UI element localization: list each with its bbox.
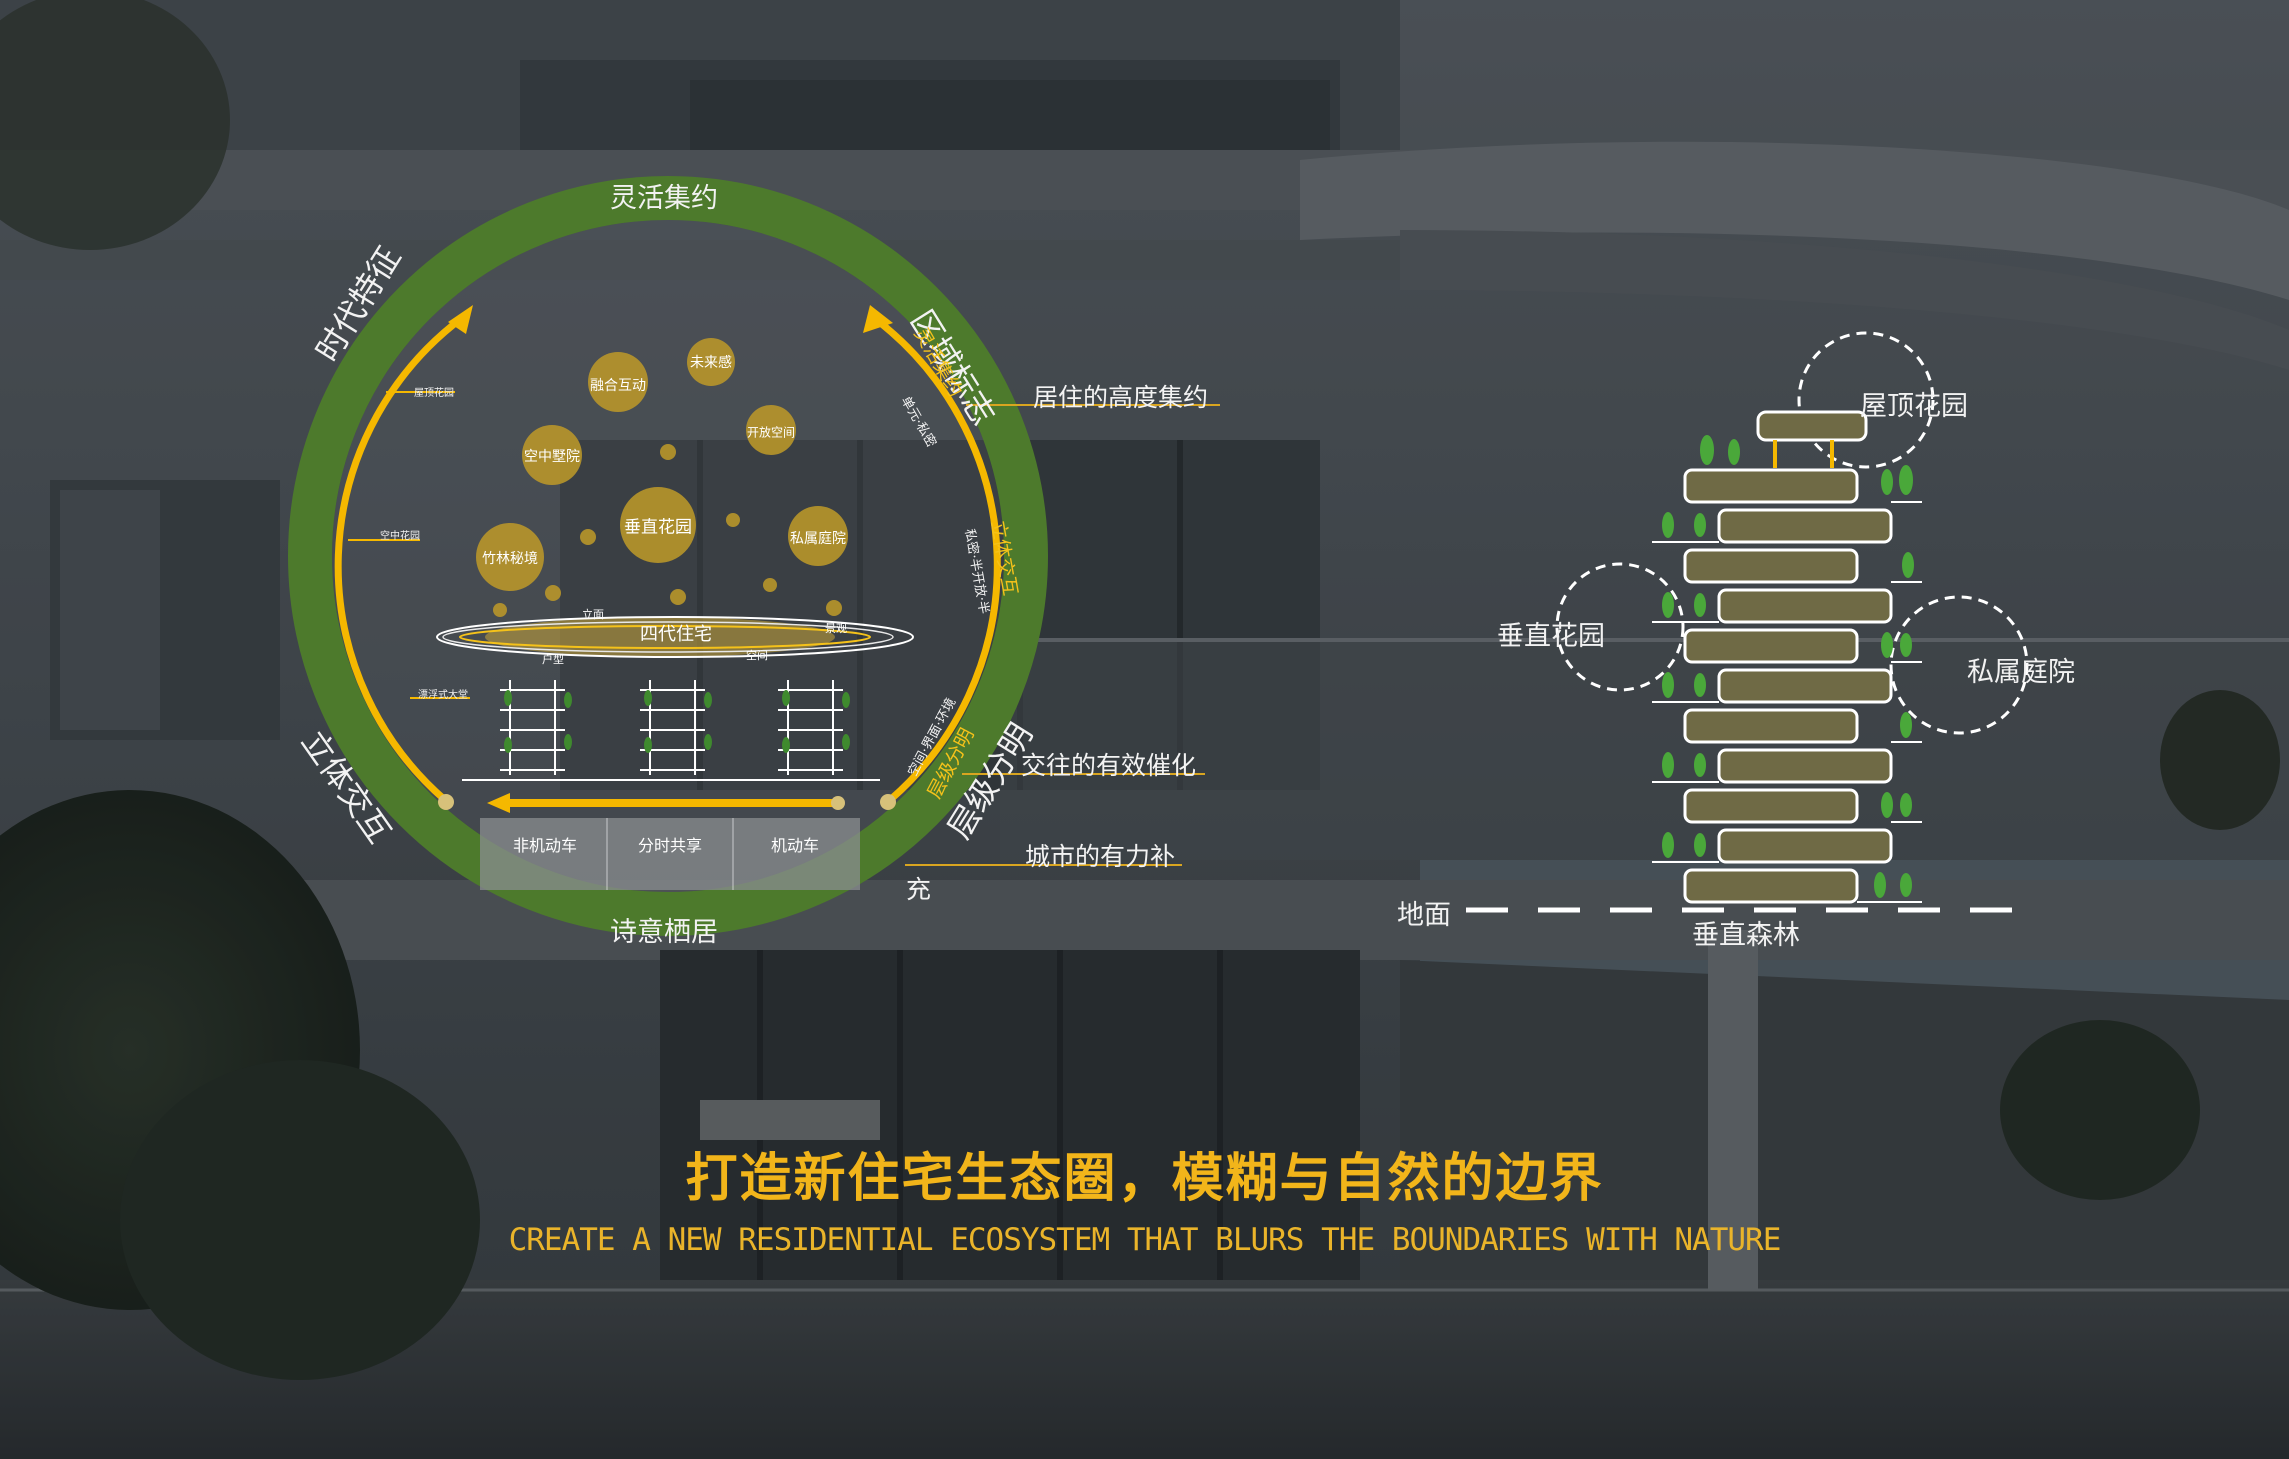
bubble-label: 垂直花园 <box>624 517 692 538</box>
left-marker-label: 屋顶花园 <box>414 388 454 399</box>
headline-en: CREATE A NEW RESIDENTIAL ECOSYSTEM THAT … <box>508 1222 1782 1258</box>
tower-label-roof: 屋顶花园 <box>1860 391 1968 422</box>
callout-interaction: 交往的有效催化 <box>1021 751 1197 780</box>
tower-label-vertical: 垂直花园 <box>1497 621 1605 652</box>
ring-label-bottom: 诗意栖居 <box>610 917 718 948</box>
ellipse-label: 景观 <box>825 622 847 635</box>
ellipse-label: 空间 <box>746 649 768 662</box>
left-arc-arrow <box>334 315 465 803</box>
left-marker-label: 空中花园 <box>380 531 420 542</box>
tower-label-private: 私属庭院 <box>1967 657 2075 688</box>
bubble-group <box>476 338 848 617</box>
callout-city-cont: 充 <box>906 875 932 904</box>
ellipse-label: 户型 <box>542 653 564 666</box>
ring-label-top: 灵活集约 <box>610 183 718 214</box>
bubble-label: 融合互动 <box>590 378 646 394</box>
headline-cn: 打造新住宅生态圈，模糊与自然的边界 <box>685 1148 1604 1209</box>
bubble-label: 开放空间 <box>746 425 796 440</box>
mobility-label: 分时共享 <box>637 836 703 855</box>
bubble-label: 未来感 <box>690 355 732 371</box>
right-arc-arrow <box>871 315 1001 803</box>
callout-density: 居住的高度集约 <box>1033 383 1209 412</box>
green-ring <box>288 176 1048 936</box>
tower-label-forest: 垂直森林 <box>1692 920 1800 951</box>
mobility-label: 非机动车 <box>512 836 578 855</box>
bubble-label: 竹林秘境 <box>482 551 538 567</box>
bubble-label: 私属庭院 <box>790 531 846 547</box>
bubble-label: 空中墅院 <box>524 449 580 465</box>
left-marker-label: 漂浮式大堂 <box>418 690 468 701</box>
tower-label-ground: 地面 <box>1397 900 1451 931</box>
ellipse-label: 立面 <box>582 608 604 621</box>
ellipse-center-label: 四代住宅 <box>640 624 712 645</box>
mobility-bar <box>480 818 860 890</box>
mobility-label: 机动车 <box>770 836 820 855</box>
callout-city: 城市的有力补 <box>1025 842 1176 871</box>
